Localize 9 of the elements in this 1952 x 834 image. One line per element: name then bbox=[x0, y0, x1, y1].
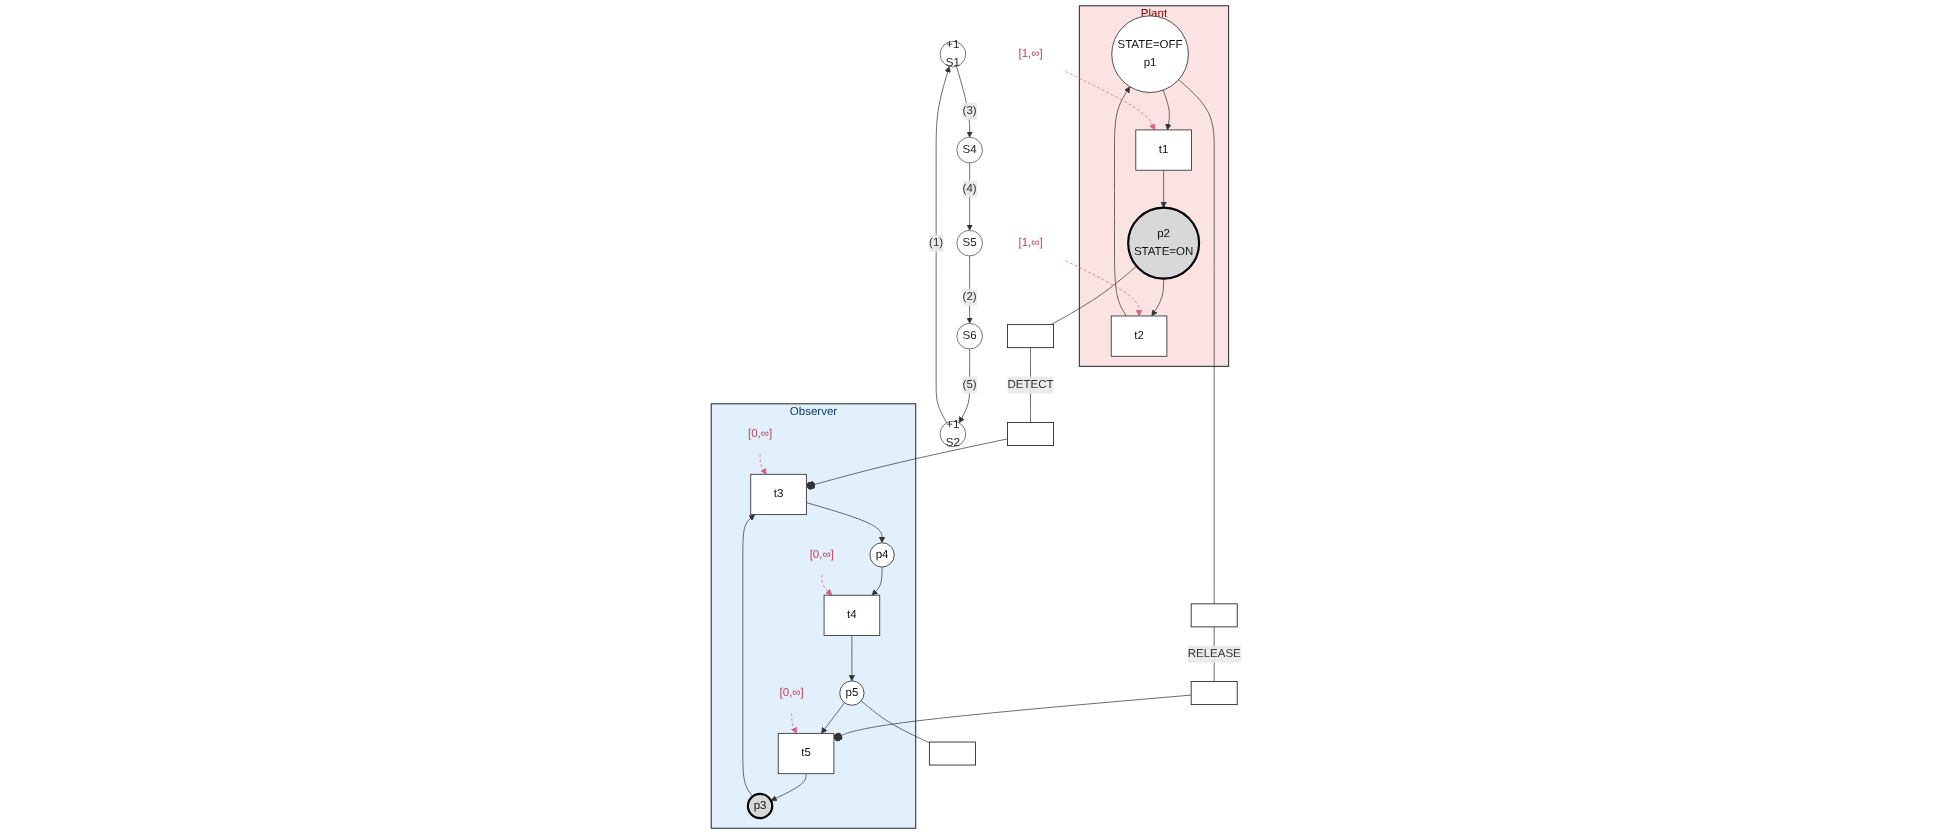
node-box bbox=[928, 741, 976, 766]
node-box bbox=[1190, 603, 1238, 628]
node-box bbox=[1190, 681, 1238, 706]
connector bbox=[1050, 265, 1137, 325]
connector bbox=[860, 700, 930, 744]
node-box bbox=[1007, 324, 1054, 349]
node-box bbox=[1007, 422, 1054, 446]
connector bbox=[1030, 347, 1031, 423]
connector bbox=[1178, 79, 1215, 605]
